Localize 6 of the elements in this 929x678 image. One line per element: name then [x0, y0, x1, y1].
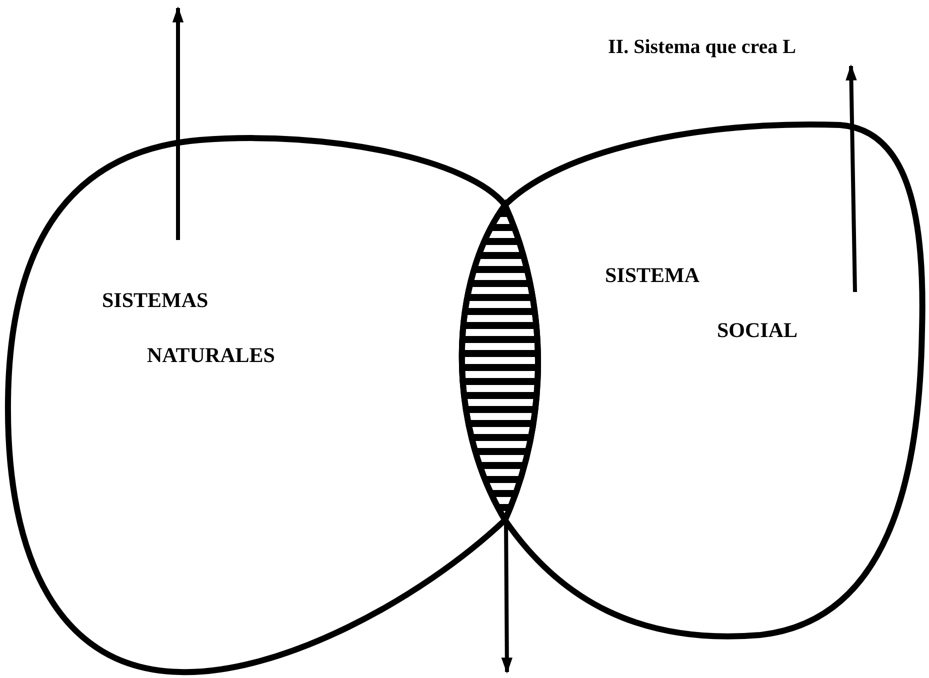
region-label: SISTEMA SOCIAL — [605, 262, 799, 344]
region-label: SISTEMAS NATURALES — [102, 287, 276, 369]
arrow — [846, 64, 857, 292]
arrow — [172, 6, 184, 240]
arrow — [501, 522, 512, 674]
caption-text: II. Sistema que crea L — [608, 35, 797, 60]
